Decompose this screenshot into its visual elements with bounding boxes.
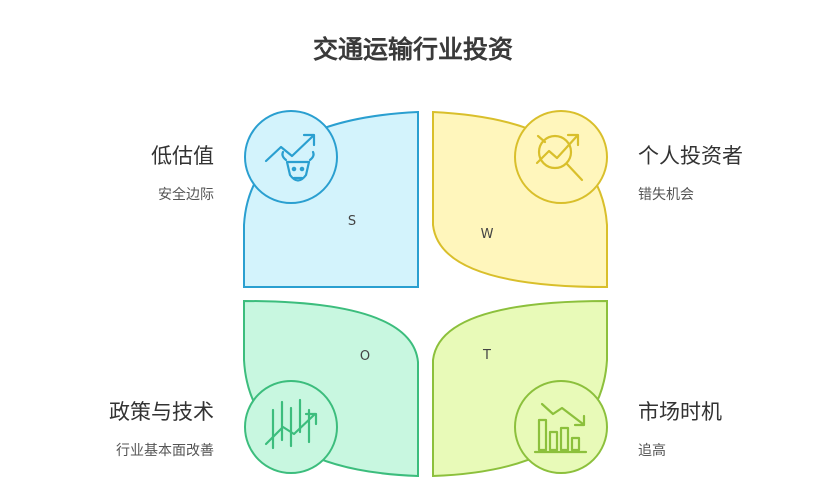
search-chart-icon (514, 110, 608, 204)
trend-up-icon (244, 380, 338, 474)
opportunity-subtitle: 行业基本面改善 (116, 443, 214, 459)
weakness-heading: 个人投资者 (638, 144, 743, 168)
trend-down-bars-icon (514, 380, 608, 474)
quadrant-o-letter: O (360, 349, 370, 364)
quadrant-w-letter: W (481, 227, 494, 242)
strength-subtitle: 安全边际 (158, 187, 214, 203)
threat-subtitle: 追高 (638, 443, 666, 459)
threat-heading: 市场时机 (638, 400, 722, 424)
bull-market-icon (244, 110, 338, 204)
quadrant-t-letter: T (482, 348, 491, 363)
strength-heading: 低估值 (151, 144, 214, 168)
diagram-title: 交通运输行业投资 (312, 35, 513, 64)
weakness-subtitle: 错失机会 (638, 187, 694, 203)
opportunity-heading: 政策与技术 (109, 400, 214, 424)
quadrant-s-letter: S (348, 214, 356, 229)
